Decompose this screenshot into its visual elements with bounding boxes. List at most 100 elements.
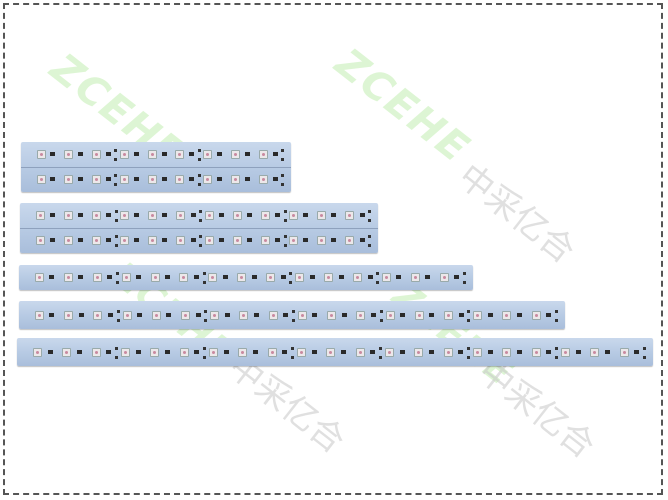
solder-pad: [643, 355, 646, 359]
solder-pad: [463, 272, 466, 275]
led-chip: [204, 211, 214, 220]
resistor: [454, 275, 460, 279]
led-chip: [63, 211, 73, 220]
solder-pad: [202, 272, 206, 275]
resistor: [166, 312, 172, 317]
resistor: [47, 349, 53, 354]
solder-pad: [283, 219, 287, 222]
resistor: [275, 238, 281, 242]
led-chip: [35, 236, 45, 245]
resistor: [458, 312, 464, 317]
solder-pad: [368, 219, 371, 222]
resistor: [49, 275, 55, 279]
resistor: [370, 349, 376, 354]
solder-pad: [114, 183, 118, 186]
led-chip: [179, 273, 189, 282]
led-chip: [238, 347, 248, 357]
led-chip: [619, 347, 629, 357]
led-chip: [232, 211, 242, 220]
resistor: [162, 213, 168, 217]
led-chip: [353, 273, 363, 282]
solder-pad: [379, 318, 383, 322]
solder-pad: [197, 158, 201, 161]
led-chip: [381, 273, 391, 282]
solder-pad: [555, 346, 558, 350]
resistor: [217, 177, 223, 181]
resistor: [106, 177, 111, 181]
led-chip: [317, 236, 327, 245]
resistor: [254, 312, 259, 317]
resistor: [190, 213, 196, 217]
resistor: [458, 349, 464, 354]
led-chip: [296, 347, 306, 357]
led-chip: [439, 273, 449, 282]
led-chip: [531, 347, 541, 357]
resistor: [106, 238, 112, 242]
led-chip: [260, 236, 270, 245]
led-chip: [148, 211, 158, 220]
solder-pad: [555, 309, 558, 313]
led-chip: [91, 236, 101, 245]
resistor: [546, 312, 552, 317]
resistor: [49, 213, 55, 217]
solder-pad: [199, 244, 202, 247]
strip-divider: [21, 167, 291, 168]
solder-pad: [202, 281, 206, 284]
resistor: [162, 238, 168, 242]
resistor: [604, 349, 610, 354]
resistor: [246, 238, 252, 242]
solder-pad: [197, 174, 201, 177]
led-chip: [414, 347, 424, 357]
solder-pad: [281, 149, 284, 152]
solder-pad: [368, 244, 371, 247]
led-chip: [176, 211, 186, 220]
resistor: [244, 152, 250, 156]
resistor: [331, 213, 337, 217]
resistor: [428, 349, 434, 354]
solder-pad: [376, 272, 380, 275]
led-strip-board: [21, 142, 291, 192]
led-chip: [502, 347, 512, 357]
solder-pad: [467, 355, 470, 359]
resistor: [49, 312, 55, 317]
solder-pad: [291, 346, 294, 350]
led-chip: [472, 347, 482, 357]
solder-pad: [643, 346, 646, 350]
resistor: [309, 275, 315, 279]
solder-pad: [379, 346, 382, 350]
solder-pad: [199, 219, 202, 222]
led-chip: [175, 175, 185, 184]
resistor: [223, 349, 229, 354]
led-strip-board: [17, 338, 653, 366]
resistor: [164, 275, 170, 279]
led-chip: [385, 310, 395, 320]
resistor: [303, 213, 309, 217]
led-chip: [324, 273, 334, 282]
resistor: [280, 275, 286, 279]
led-chip: [93, 310, 103, 320]
resistor: [516, 349, 522, 354]
resistor: [49, 238, 55, 242]
led-chip: [179, 347, 189, 357]
resistor: [77, 238, 83, 242]
resistor: [399, 349, 405, 354]
led-chip: [295, 273, 305, 282]
resistor: [134, 213, 140, 217]
resistor: [244, 177, 250, 181]
solder-pad: [114, 219, 118, 222]
led-chip: [289, 211, 299, 220]
led-chip: [266, 273, 276, 282]
led-chip: [345, 236, 355, 245]
resistor: [107, 275, 113, 279]
resistor: [189, 177, 195, 181]
led-chip: [119, 175, 129, 184]
resistor: [78, 275, 84, 279]
led-chip: [267, 347, 277, 357]
led-chip: [92, 273, 102, 282]
solder-pad: [555, 318, 558, 322]
strip-divider: [20, 228, 378, 229]
resistor: [137, 312, 143, 317]
solder-pad: [114, 149, 118, 152]
led-chip: [119, 150, 129, 159]
resistor: [78, 177, 84, 181]
